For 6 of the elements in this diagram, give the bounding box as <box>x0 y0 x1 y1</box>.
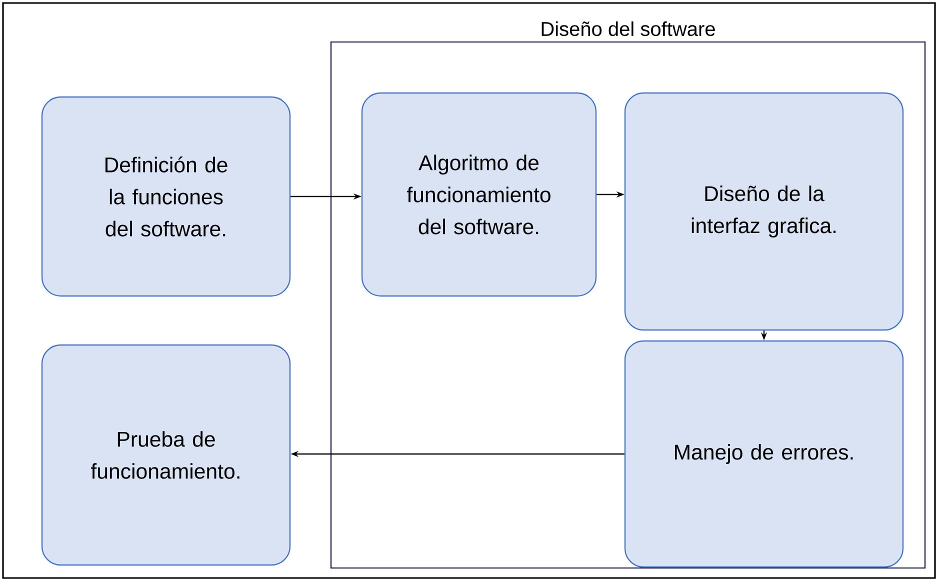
process-box: Definición de la funciones del software. <box>41 96 291 297</box>
process-box: Prueba de funcionamiento. <box>41 344 291 566</box>
node-label: Diseño del software <box>542 21 715 36</box>
process-box: Diseño de la interfaz grafica. <box>624 92 904 331</box>
process-box: Algoritmo de funcionamiento del software. <box>361 92 597 297</box>
process-box: Manejo de errores. <box>624 340 904 568</box>
